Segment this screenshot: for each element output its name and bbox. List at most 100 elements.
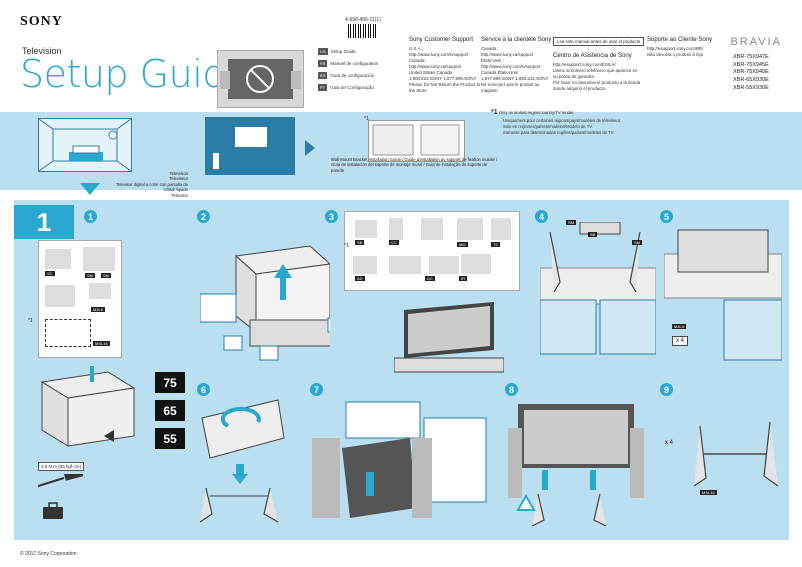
note-line: Solo en regiones/países/modelos/Modelo d… (503, 123, 593, 129)
support-line: Por favor no devuelva el producto a la t… (553, 79, 641, 91)
footnote-mark: *1 (28, 318, 33, 324)
support-line: Ne renvoyez pas le produit au magasin (481, 81, 540, 93)
step6-stand-illustration (199, 399, 285, 523)
part-tag: MM (457, 242, 468, 247)
language-label: Guia de Configuração (330, 85, 374, 90)
step-number: 9 (660, 383, 673, 396)
size-badge: 55 (155, 428, 185, 449)
model-list: XBR-75X947E XBR-75X945E XBR-75X940E XBR-… (733, 54, 769, 92)
step8-mount-illustration (508, 404, 644, 527)
part-image (389, 256, 421, 274)
doc-code: 4-690-456-11(1) (345, 17, 381, 23)
support-link[interactable]: http://www.sony.ca/support (409, 63, 462, 69)
part-image (389, 218, 403, 240)
step7-lift-illustration (312, 401, 487, 518)
language-label: Guía de configuración (330, 73, 375, 78)
language-label: Setup Guide (330, 49, 356, 54)
model-number: XBR-75X947E (733, 54, 769, 60)
step1-parts-box: SC SM SM M4L8 MSL16 (38, 240, 122, 358)
language-code: FR (318, 60, 328, 67)
language-code: US (318, 48, 328, 55)
step-number: 6 (197, 383, 210, 396)
support-line: Não devolva o produto à loja (647, 52, 703, 58)
part-image (83, 247, 115, 271)
part-image (461, 254, 491, 274)
support-line: Llame al número telefónico que aparece e… (553, 68, 638, 79)
model-number: XBR-55X930E (733, 84, 769, 91)
note-line: Somente para determinadas regiões/países… (503, 129, 615, 135)
model-number: XBR-75X945E (733, 61, 769, 68)
brand-logo: SONY (20, 14, 63, 29)
step-number: 4 (535, 210, 548, 223)
support-link[interactable]: http://esupport.sony.com/BR/ (647, 46, 704, 52)
language-label: Manuel de configuration (330, 61, 379, 66)
part-image (89, 283, 111, 299)
step-number: 7 (310, 383, 323, 396)
support-pt: Suporte ao Cliente Sony http://esupport.… (647, 36, 719, 58)
note-mark: *1 (491, 109, 498, 116)
step2-unbox-illustration (200, 245, 330, 361)
part-image (421, 218, 443, 240)
model-number: XBR-75X940E (733, 69, 769, 76)
model-number: XBR-65X930E (733, 77, 769, 84)
support-fr-title: Service à la clientèle Sony (481, 37, 552, 43)
support-en-title: Sony Customer Support (409, 37, 474, 43)
support-es-title: Centro de Asistencia de Sony (553, 53, 632, 59)
support-line: Canada États-Unis (481, 69, 518, 75)
part-image (491, 218, 511, 240)
caption-line: Televisor (171, 192, 188, 198)
part-image (457, 218, 483, 240)
arrow-right-icon (305, 140, 315, 156)
step3-parts-box: SB CC MM TC AD DC IR (344, 211, 520, 291)
caption-line: Televisor digital a color con pantalla d… (116, 181, 188, 193)
step9-base-illustration (693, 421, 779, 487)
part-tag: SC (45, 271, 55, 276)
part-tag: AD (355, 276, 365, 281)
part-tag: SB (355, 240, 365, 245)
part-tag: IR (459, 276, 467, 281)
part-tag: SM (632, 240, 642, 245)
optional-part-image (45, 319, 91, 347)
caption-line: Television (169, 171, 188, 176)
part-tag: CC (389, 240, 399, 245)
part-tag: SM (101, 273, 111, 278)
support-line: États-Unis : (481, 57, 504, 63)
size-badge: 75 (155, 372, 185, 393)
bracket-guide-card (368, 120, 465, 162)
size-badge: 65 (155, 400, 185, 421)
support-en: Sony Customer Support U.S.A.: http://www… (409, 36, 481, 94)
support-fr: Service à la clientèle Sony Canada : htt… (481, 36, 553, 94)
down-arrow-icon (80, 182, 100, 195)
tv-caption: Television Televiseur Televisor digital … (108, 171, 188, 198)
screw-count: x 4 (672, 336, 689, 346)
caption-line: Televiseur (169, 176, 188, 182)
part-tag: MSL16 (93, 341, 110, 346)
screw-count: x 4 (665, 440, 674, 446)
part-tag: SM (85, 273, 95, 278)
page-title: Setup Guide (20, 52, 249, 96)
step-number: 1 (84, 210, 97, 223)
part-image (355, 220, 377, 238)
support-line: Please Do Not Return the Product to the … (409, 81, 481, 93)
step-number: 3 (325, 210, 338, 223)
part-image (429, 256, 459, 274)
support-link[interactable]: http://www.sony.com/tvsupport (409, 52, 469, 58)
support-link[interactable]: http://esupport.sony.com/ES/LA/ (553, 62, 616, 68)
read-before-use-box: Lea este manual antes de usar el product… (553, 37, 645, 46)
support-link[interactable]: http://www.sony.ca/support (481, 52, 534, 58)
note-line: Uniquement pour certaines régions/pays/m… (503, 117, 622, 123)
part-image (353, 256, 377, 274)
room-illustration (38, 118, 132, 172)
step5-screw-illustration (664, 229, 782, 361)
screwdriver-icon (38, 474, 84, 487)
support-es: Centro de Asistencia de Sony http://esup… (553, 52, 641, 92)
toolbox-icon (43, 502, 63, 519)
support-link[interactable]: http://www.sony.com/tvsupport (481, 63, 541, 69)
copyright: © 2017 Sony Corporation (20, 551, 77, 557)
footnote-mark: *1 (364, 116, 369, 122)
part-image (45, 285, 75, 307)
screw-tag: M4L8 (672, 324, 687, 329)
